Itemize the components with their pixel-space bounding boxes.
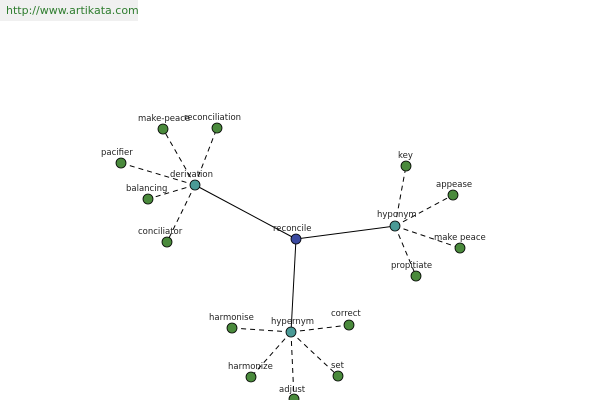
node-adjust-label: adjust <box>279 385 306 395</box>
node-appease[interactable]: appease <box>436 180 472 201</box>
node-balancing-label: balancing <box>126 184 167 194</box>
edge-hyponym-appease <box>394 194 454 227</box>
edge-derivation-pacifier <box>120 162 196 186</box>
node-key-label: key <box>398 151 413 161</box>
node-propitiate-label: propitiate <box>391 261 432 271</box>
edge-hyponym-propitiate <box>394 225 417 277</box>
node-balancing[interactable]: balancing <box>126 184 167 205</box>
hub-node-hypernym-circle[interactable] <box>285 326 297 338</box>
edge-root-derivation <box>194 184 297 240</box>
hub-node-derivation[interactable]: derivation <box>170 170 213 191</box>
edges-layer <box>120 127 461 400</box>
node-correct-label: correct <box>331 309 361 319</box>
node-balancing-circle[interactable] <box>142 193 154 205</box>
node-pacifier[interactable]: pacifier <box>101 148 133 169</box>
node-propitiate[interactable]: propitiate <box>391 261 432 282</box>
hub-node-hypernym-label: hypernym <box>271 317 314 327</box>
node-set-circle[interactable] <box>332 370 344 382</box>
hub-node-derivation-label: derivation <box>170 170 213 180</box>
node-make-peace-label: make peace <box>434 233 486 243</box>
hub-node-hyponym[interactable]: hyponym <box>377 210 417 232</box>
node-correct[interactable]: correct <box>331 309 361 331</box>
node-conciliator-circle[interactable] <box>161 236 173 248</box>
url-banner: http://www.artikata.com <box>0 0 139 21</box>
node-propitiate-circle[interactable] <box>410 270 422 282</box>
root-node-reconcile-label: reconcile <box>273 224 311 234</box>
node-conciliator-label: conciliator <box>138 227 183 237</box>
node-make-peace[interactable]: make-peace <box>138 114 190 135</box>
edge-derivation-balancing <box>147 184 196 200</box>
node-conciliator[interactable]: conciliator <box>138 227 183 248</box>
hub-node-hypernym[interactable]: hypernym <box>271 317 314 338</box>
node-pacifier-label: pacifier <box>101 148 133 158</box>
root-node-reconcile[interactable]: reconcile <box>273 224 311 245</box>
node-correct-circle[interactable] <box>343 319 355 331</box>
node-harmonize-circle[interactable] <box>245 371 257 383</box>
node-key-circle[interactable] <box>400 160 412 172</box>
edge-hypernym-adjust <box>290 331 295 400</box>
edge-hyponym-make-peace <box>394 225 461 249</box>
hub-node-hyponym-label: hyponym <box>377 210 417 220</box>
node-appease-label: appease <box>436 180 472 190</box>
node-make-peace[interactable]: make peace <box>434 233 486 254</box>
edge-hyponym-key <box>394 165 407 227</box>
node-key[interactable]: key <box>398 151 413 172</box>
node-reconciliation[interactable]: reconciliation <box>184 113 241 134</box>
edge-derivation-conciliator <box>166 184 196 243</box>
node-pacifier-circle[interactable] <box>115 157 127 169</box>
node-set[interactable]: set <box>331 361 345 382</box>
node-reconciliation-label: reconciliation <box>184 113 241 123</box>
node-appease-circle[interactable] <box>447 189 459 201</box>
node-set-label: set <box>331 361 345 371</box>
node-harmonise-label: harmonise <box>209 313 254 323</box>
node-make-peace-circle[interactable] <box>157 123 169 135</box>
node-reconciliation-circle[interactable] <box>211 122 223 134</box>
edge-hypernym-harmonise <box>231 327 292 333</box>
node-harmonize-label: harmonize <box>228 362 273 372</box>
node-harmonize[interactable]: harmonize <box>228 362 273 383</box>
hub-node-hyponym-circle[interactable] <box>389 220 401 232</box>
edge-root-hyponym <box>295 225 396 240</box>
edge-hypernym-correct <box>290 324 350 333</box>
node-make-peace-label: make-peace <box>138 114 190 124</box>
node-harmonise[interactable]: harmonise <box>209 313 254 334</box>
node-harmonise-circle[interactable] <box>226 322 238 334</box>
node-adjust-circle[interactable] <box>288 393 300 400</box>
edge-hypernym-harmonize <box>250 331 292 378</box>
hub-node-derivation-circle[interactable] <box>189 179 201 191</box>
edge-derivation-reconciliation <box>194 127 218 186</box>
edge-root-hypernym <box>290 238 297 333</box>
edge-hypernym-set <box>290 331 339 377</box>
node-adjust[interactable]: adjust <box>279 385 306 400</box>
edge-derivation-make-peace <box>162 128 196 186</box>
node-make-peace-circle[interactable] <box>454 242 466 254</box>
root-node-reconcile-circle[interactable] <box>290 233 302 245</box>
site-url-link[interactable]: http://www.artikata.com <box>6 4 139 17</box>
